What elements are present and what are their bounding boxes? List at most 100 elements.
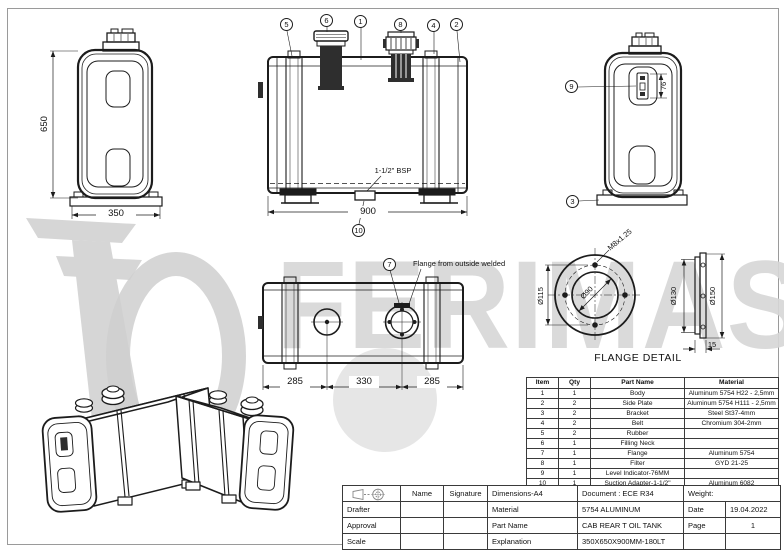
- table-cell: Body: [590, 388, 685, 399]
- note-flange-weld: Flange from outside welded: [413, 259, 506, 268]
- table-cell: 9: [526, 468, 559, 479]
- part-name-value: CAB REAR T OIL TANK: [577, 517, 684, 534]
- table-cell: 2: [558, 418, 591, 429]
- balloon-8-filter: 8: [394, 18, 407, 31]
- drafter-signature-cell: [443, 501, 488, 518]
- table-cell: Rubber: [590, 428, 685, 439]
- table-cell: 1: [558, 448, 591, 459]
- date-label: Date: [683, 501, 726, 518]
- part-name-label: Part Name: [487, 517, 578, 534]
- table-cell: 2: [558, 398, 591, 409]
- table-cell: 2: [558, 428, 591, 439]
- dim-flange-130: Ø130: [669, 286, 678, 306]
- balloon-9-level-indicator: 9: [565, 80, 578, 93]
- table-cell: 7: [526, 448, 559, 459]
- table-cell: Bracket: [590, 408, 685, 419]
- table-cell: Aluminum 5754 H22 - 2,5mm: [684, 388, 779, 399]
- table-cell: [684, 438, 779, 449]
- balloon-5-rubber: 5: [280, 18, 293, 31]
- title-block: Name Signature Dimensions-A4 Document : …: [342, 485, 781, 550]
- drafter-name-cell: [400, 501, 444, 518]
- dim-height-650: 650: [39, 116, 50, 132]
- empty-cell-1: [683, 533, 726, 550]
- scale-name-cell: [400, 533, 444, 550]
- name-label: Name: [400, 485, 444, 502]
- table-cell: 1: [558, 438, 591, 449]
- scale-label: Scale: [342, 533, 401, 550]
- dim-rear-285-left: 285: [280, 376, 310, 388]
- table-cell: Aluminum 5754: [684, 448, 779, 459]
- balloon-3-bracket: 3: [566, 195, 579, 208]
- table-cell: 1: [558, 388, 591, 399]
- balloon-10-suction: 10: [352, 224, 365, 237]
- view-flange-detail: [545, 248, 725, 353]
- material-value: 5754 ALUMINUM: [577, 501, 684, 518]
- projection-symbol-icon: [352, 488, 385, 501]
- table-cell: Steel St37-4mm: [684, 408, 779, 419]
- dim-indicator-76: 76: [659, 81, 668, 91]
- empty-cell-2: [725, 533, 781, 550]
- view-front: [258, 27, 468, 225]
- scale-signature-cell: [443, 533, 488, 550]
- drafter-label: Drafter: [342, 501, 401, 518]
- table-cell: Side Plate: [590, 398, 685, 409]
- table-cell: [684, 468, 779, 479]
- page-value: 1: [725, 517, 781, 534]
- dim-rear-285-right: 285: [417, 376, 447, 388]
- page-label: Page: [683, 517, 726, 534]
- balloon-6-filling-neck: 6: [320, 14, 333, 27]
- table-cell: 1: [526, 388, 559, 399]
- table-cell: 3: [526, 408, 559, 419]
- dim-flange-150: Ø150: [708, 286, 717, 306]
- note-bsp: 1-1/2" BSP: [374, 166, 412, 175]
- weight-label: Weight:: [683, 485, 781, 502]
- date-value: 19.04.2022: [725, 501, 781, 518]
- table-cell: 8: [526, 458, 559, 469]
- table-cell: [684, 428, 779, 439]
- balloon-1-body: 1: [354, 15, 367, 28]
- table-cell: Chromium 304-2mm: [684, 418, 779, 429]
- table-cell: 2: [558, 408, 591, 419]
- dimensions-label: Dimensions-A4: [487, 485, 578, 502]
- view-rear: [258, 268, 464, 390]
- table-header-cell: Material: [684, 377, 779, 389]
- table-cell: 2: [526, 398, 559, 409]
- signature-label: Signature: [443, 485, 488, 502]
- table-cell: 5: [526, 428, 559, 439]
- dim-width-350: 350: [96, 208, 136, 220]
- approval-label: Approval: [342, 517, 401, 534]
- table-cell: Level Indicator-76MM: [590, 468, 685, 479]
- dim-rear-330: 330: [349, 376, 379, 388]
- material-label: Material: [487, 501, 578, 518]
- view-isometric-tanks: [41, 385, 295, 513]
- table-cell: GYD 21-25: [684, 458, 779, 469]
- flange-detail-title: FLANGE DETAIL: [594, 352, 682, 364]
- approval-signature-cell: [443, 517, 488, 534]
- table-cell: Belt: [590, 418, 685, 429]
- table-cell: Filling Neck: [590, 438, 685, 449]
- projection-symbol-cell: [342, 485, 401, 502]
- table-header-cell: Qty: [558, 377, 591, 389]
- watermark-text: FERIMAS: [276, 234, 784, 375]
- table-header-cell: Item: [526, 377, 559, 389]
- approval-name-cell: [400, 517, 444, 534]
- balloon-7-flange: 7: [383, 258, 396, 271]
- dim-length-900: 900: [348, 206, 388, 218]
- table-cell: 1: [558, 458, 591, 469]
- table-cell: Flange: [590, 448, 685, 459]
- table-cell: 6: [526, 438, 559, 449]
- table-cell: Aluminum 5754 H111 - 2,5mm: [684, 398, 779, 409]
- balloon-4-belt: 4: [427, 19, 440, 32]
- balloon-2-side-plate: 2: [450, 18, 463, 31]
